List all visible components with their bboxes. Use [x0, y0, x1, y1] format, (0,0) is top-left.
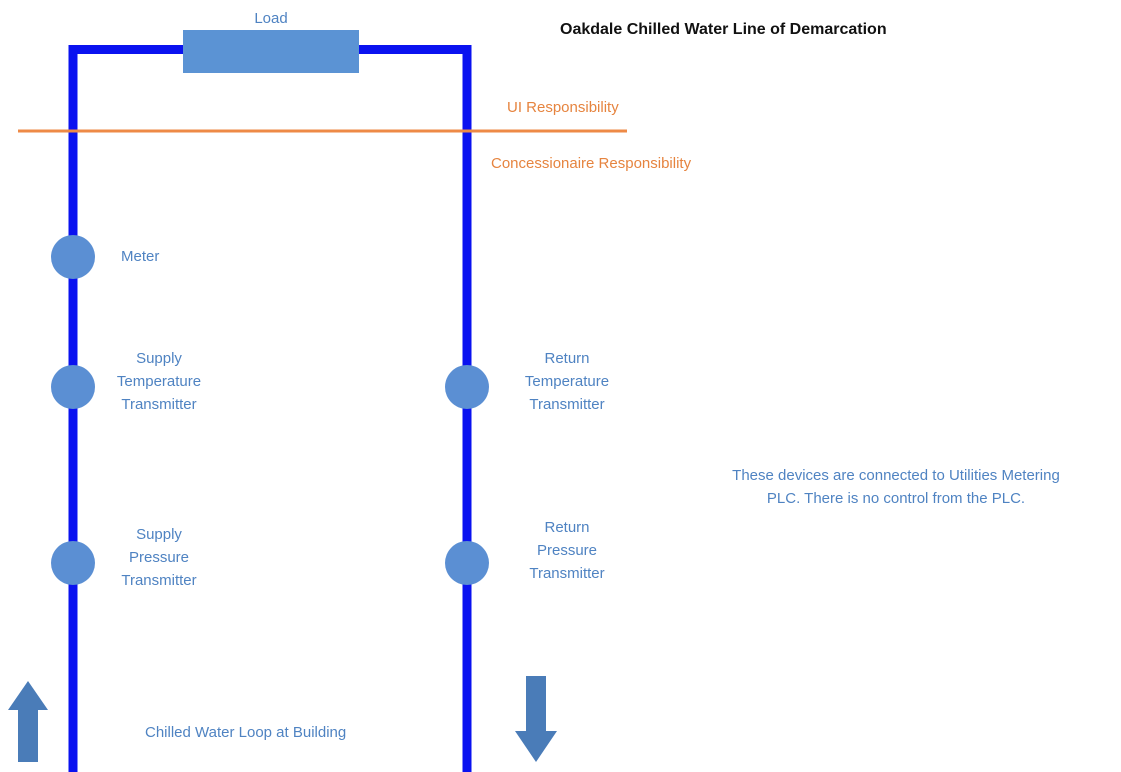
supply-temperature-transmitter-device [51, 365, 95, 409]
label-line: Transmitter [121, 572, 197, 589]
label-line: Return [544, 350, 590, 367]
return-pressure-transmitter-label: Return Pressure Transmitter [502, 516, 632, 585]
note-line: PLC. There is no control from the PLC. [766, 490, 1026, 507]
note-line: These devices are connected to Utilities… [732, 467, 1060, 484]
chilled-water-loop-label: Chilled Water Loop at Building [145, 724, 347, 741]
meter-label: Meter [121, 248, 160, 265]
concessionaire-responsibility-label: Concessionaire Responsibility [491, 155, 692, 172]
plc-note: These devices are connected to Utilities… [686, 464, 1106, 510]
flow-down-arrow-icon [515, 676, 557, 762]
meter-device [51, 235, 95, 279]
label-line: Transmitter [121, 396, 197, 413]
return-temperature-transmitter-device [445, 365, 489, 409]
label-line: Pressure [536, 542, 598, 559]
label-line: Transmitter [529, 396, 605, 413]
supply-temperature-transmitter-label: Supply Temperature Transmitter [94, 347, 224, 416]
label-line: Transmitter [529, 565, 605, 582]
label-line: Temperature [116, 373, 202, 390]
diagram-title: Oakdale Chilled Water Line of Demarcatio… [560, 21, 887, 38]
return-temperature-transmitter-label: Return Temperature Transmitter [502, 347, 632, 416]
flow-up-arrow-icon [8, 681, 48, 762]
return-pressure-transmitter-device [445, 541, 489, 585]
supply-pressure-transmitter-label: Supply Pressure Transmitter [94, 523, 224, 592]
ui-responsibility-label: UI Responsibility [507, 99, 619, 116]
label-line: Temperature [524, 373, 610, 390]
supply-pressure-transmitter-device [51, 541, 95, 585]
label-line: Supply [136, 526, 182, 543]
load-box [183, 30, 359, 73]
load-label: Load [254, 10, 288, 27]
label-line: Supply [136, 350, 182, 367]
label-line: Pressure [128, 549, 190, 566]
label-line: Return [544, 519, 590, 536]
